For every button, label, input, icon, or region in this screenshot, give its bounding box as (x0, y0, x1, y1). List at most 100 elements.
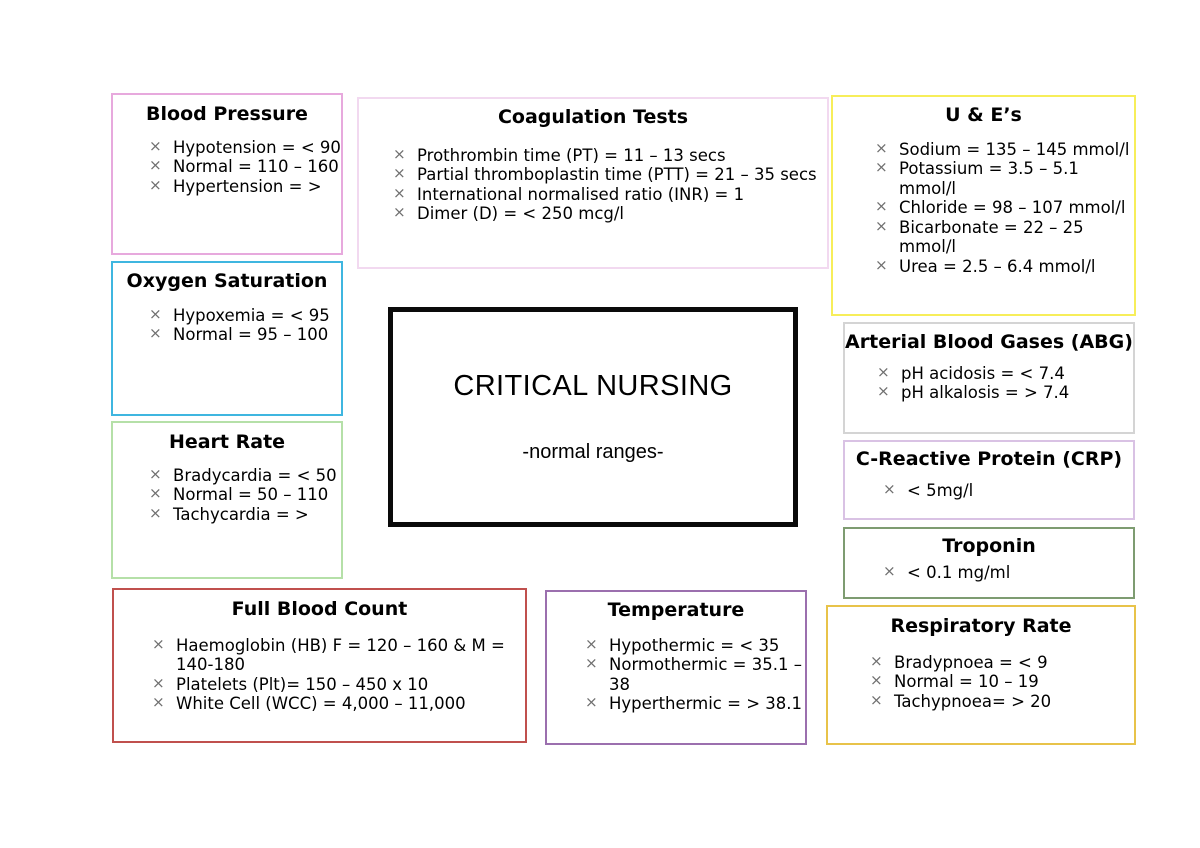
cross-bullet-icon: × (875, 158, 888, 177)
list-item-label: Normal = 10 – 19 (894, 672, 1039, 692)
cross-bullet-icon: × (149, 324, 162, 343)
cross-bullet-icon: × (152, 673, 165, 692)
list-item-label: Urea = 2.5 – 6.4 mmol/l (899, 256, 1096, 276)
list-item: ×Bicarbonate = 22 – 25 mmol/l (873, 217, 1134, 257)
list-item: × Haemoglobin (HB) F = 120 – 160 & M = 14… (150, 634, 525, 675)
card-respiratory-rate: Respiratory Rate × Bradypnoea = < 9 × Norma… (826, 605, 1136, 745)
list-item: ×Normal = 50 – 110 (147, 484, 341, 505)
cross-bullet-icon: × (875, 138, 888, 157)
card-oxygen-saturation: Oxygen Saturation ×Hypoxemia = < 95×Norm… (111, 261, 343, 416)
list-item: × Platelets (Plt)= 150 – 450 x 10 (150, 673, 525, 694)
list-item: × Hypotension = < 90 (147, 136, 341, 157)
card-item-list: × pH acidosis = < 7.4 × pH alkalosis = > 7.… (845, 362, 1133, 403)
cross-bullet-icon: × (149, 156, 162, 175)
card-critical-nursing-title: CRITICAL NURSING -normal ranges- (388, 307, 798, 527)
list-item-label: Hyperthermic = > 38.1 (609, 694, 803, 714)
list-item-label: < 0.1 mg/ml (907, 562, 1011, 582)
list-item-label: Bicarbonate = 22 – 25 mmol/l (899, 217, 1084, 257)
list-item-label: Tachycardia = > (173, 504, 309, 524)
list-item: ×Prothrombin time (PT) = 11 – 13 secs (391, 144, 827, 165)
list-item-label: Hypotension = < 90 (173, 137, 341, 157)
card-troponin: Troponin × < 0.1 mg/ml (843, 527, 1135, 599)
cross-bullet-icon: × (883, 561, 896, 580)
list-item: × Dimer (D) = < 250 mcg/l (391, 203, 827, 224)
list-item-label: International normalised ratio (INR) = 1 (417, 184, 745, 204)
cross-bullet-icon: × (870, 651, 883, 670)
card-item-list: × Hypotension = < 90 × Normal = 110 – 160×H… (113, 136, 341, 196)
card-u-and-es: U & E’s × Sodium = 135 – 145 mmol/l × Potas… (831, 95, 1136, 316)
cross-bullet-icon: × (149, 304, 162, 323)
list-item: × Bradypnoea = < 9 (868, 651, 1134, 672)
list-item-label: Chloride = 98 – 107 mmol/l (899, 198, 1126, 218)
card-item-list: ×Prothrombin time (PT) = 11 – 13 secs×Pa… (359, 144, 827, 224)
list-item-label: pH alkalosis = > 7.4 (901, 383, 1070, 403)
list-item: ×< 5mg/l (881, 479, 1133, 500)
cross-bullet-icon: × (875, 255, 888, 274)
cross-bullet-icon: × (393, 183, 406, 202)
cross-bullet-icon: × (149, 464, 162, 483)
list-item: × Potassium = 3.5 – 5.1 mmol/l (873, 158, 1134, 198)
page-subtitle: -normal ranges- (522, 441, 664, 463)
cross-bullet-icon: × (585, 693, 598, 712)
list-item: × Bradycardia = < 50 (147, 464, 341, 485)
card-item-list: × Sodium = 135 – 145 mmol/l × Potassium = 3… (833, 138, 1134, 276)
cross-bullet-icon: × (149, 136, 162, 155)
card-item-list: × Bradypnoea = < 9 × Normal = 10 – 19×Tachy… (828, 651, 1134, 711)
list-item-label: Bradycardia = < 50 (173, 465, 337, 485)
cross-bullet-icon: × (870, 690, 883, 709)
card-item-list: × Haemoglobin (HB) F = 120 – 160 & M = 14… (114, 634, 525, 714)
cross-bullet-icon: × (875, 197, 888, 216)
list-item-label: Normal = 50 – 110 (173, 485, 329, 505)
cross-bullet-icon: × (393, 164, 406, 183)
card-item-list: ×Hypothermic = < 35×Normothermic = 35.1 … (547, 634, 805, 714)
cross-bullet-icon: × (870, 671, 883, 690)
card-item-list: ×Hypoxemia = < 95×Normal = 95 – 100 (113, 304, 341, 345)
list-item: ×Normothermic = 35.1 – 38 (583, 654, 805, 694)
list-item-label: White Cell (WCC) = 4,000 – 11,000 (176, 694, 466, 714)
card-title: Full Blood Count (231, 598, 408, 620)
card-blood-pressure: Blood Pressure × Hypotension = < 90 × Norma… (111, 93, 343, 255)
card-full-blood-count: Full Blood Count × Haemoglobin (HB) F = 1… (112, 588, 527, 743)
list-item-label: Normothermic = 35.1 – 38 (609, 655, 802, 694)
list-item-label: Normal = 95 – 100 (173, 325, 329, 345)
page-title: CRITICAL NURSING (453, 370, 733, 402)
cross-bullet-icon: × (883, 479, 896, 498)
list-item: ×Tachypnoea= > 20 (868, 690, 1134, 711)
list-item: × Normal = 10 – 19 (868, 671, 1134, 692)
cross-bullet-icon: × (393, 144, 406, 163)
card-title: Blood Pressure (146, 103, 308, 125)
list-item: × < 0.1 mg/ml (881, 561, 1133, 582)
list-item: × Normal = 110 – 160 (147, 156, 341, 177)
list-item: × Hyperthermic = > 38.1 (583, 693, 805, 714)
cross-bullet-icon: × (877, 382, 890, 401)
list-item: × Urea = 2.5 – 6.4 mmol/l (873, 255, 1134, 276)
list-item-label: Potassium = 3.5 – 5.1 mmol/l (899, 159, 1079, 198)
cross-bullet-icon: × (152, 634, 165, 653)
list-item-label: Sodium = 135 – 145 mmol/l (899, 139, 1130, 159)
list-item-label: Normal = 110 – 160 (173, 157, 339, 177)
list-item-label: Haemoglobin (HB) F = 120 – 160 & M = 140… (176, 635, 505, 675)
card-title: Respiratory Rate (890, 615, 1072, 637)
list-item-label: pH acidosis = < 7.4 (901, 363, 1065, 383)
list-item: ×Hypertension = > (147, 176, 341, 196)
list-item-label: Bradypnoea = < 9 (894, 652, 1048, 672)
list-item: × White Cell (WCC) = 4,000 – 11,000 (150, 693, 525, 714)
cross-bullet-icon: × (152, 693, 165, 712)
cross-bullet-icon: × (393, 203, 406, 222)
card-title: U & E’s (945, 104, 1022, 126)
list-item: × Sodium = 135 – 145 mmol/l (873, 138, 1134, 159)
list-item-label: Dimer (D) = < 250 mcg/l (417, 204, 625, 224)
list-item: × pH acidosis = < 7.4 (875, 362, 1133, 383)
card-temperature: Temperature ×Hypothermic = < 35×Normothe… (545, 590, 807, 745)
list-item-label: Platelets (Plt)= 150 – 450 x 10 (176, 674, 429, 694)
list-item: × Partial thromboplastin time (PTT) = 21 … (391, 164, 827, 185)
card-title: Temperature (607, 599, 745, 621)
card-title: C-Reactive Protein (CRP) (855, 448, 1123, 470)
list-item: × International normalised ratio (INR) = … (391, 183, 827, 204)
cross-bullet-icon: × (877, 362, 890, 381)
card-coagulation-tests: Coagulation Tests ×Prothrombin time (PT)… (357, 97, 829, 269)
cross-bullet-icon: × (585, 634, 598, 653)
card-title: Troponin (942, 535, 1036, 557)
list-item-label: Partial thromboplastin time (PTT) = 21 –… (417, 165, 817, 185)
